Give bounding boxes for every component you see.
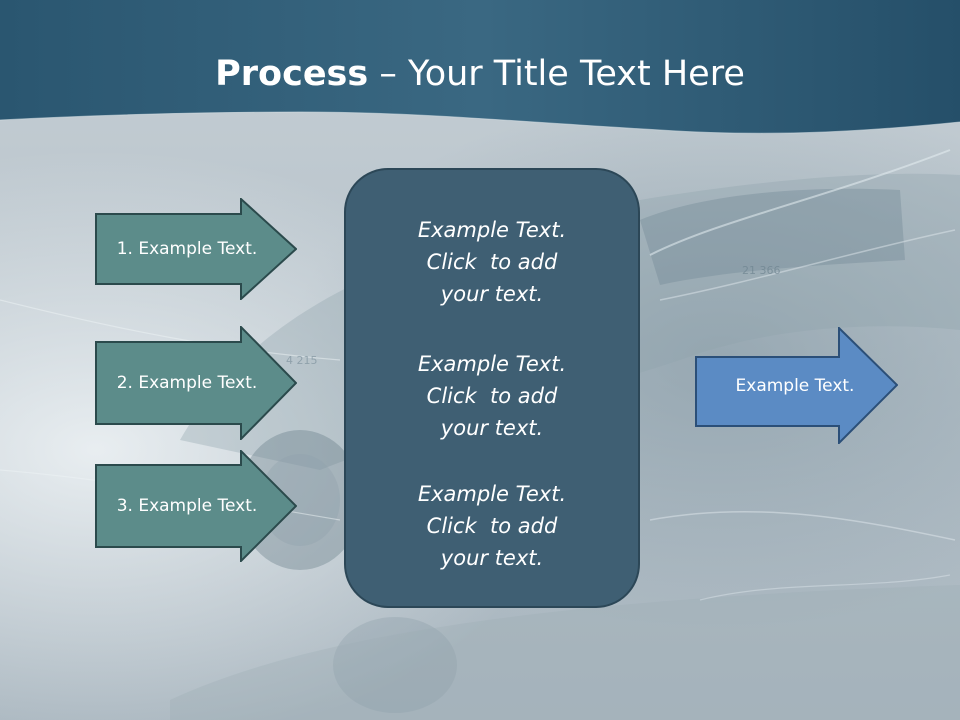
center-text-line: Example Text. — [417, 482, 567, 506]
output-arrow[interactable]: Example Text. — [695, 327, 898, 444]
arrow-shape-icon — [95, 450, 297, 562]
input-arrow-2[interactable]: 2. Example Text. — [95, 326, 297, 440]
arrow-shape-icon — [695, 327, 898, 444]
center-process-box[interactable]: Example Text. Click to add your text. Ex… — [344, 168, 640, 608]
center-text-line: Click to add — [426, 250, 558, 274]
background-label-b: 4 215 — [286, 354, 318, 367]
title-rest: – Your Title Text Here — [368, 54, 745, 94]
background-label-a: 21 366 — [742, 264, 781, 277]
center-text-block-1[interactable]: Example Text. Click to add your text. — [346, 214, 638, 310]
arrow-shape-icon — [95, 198, 297, 300]
center-text-line: your text. — [440, 416, 544, 440]
title-bold: Process — [215, 54, 369, 94]
center-text-line: Click to add — [426, 514, 558, 538]
center-text-block-3[interactable]: Example Text. Click to add your text. — [346, 478, 638, 574]
input-arrow-1[interactable]: 1. Example Text. — [95, 198, 297, 300]
center-text-line: Example Text. — [417, 352, 567, 376]
input-arrow-label: 3. Example Text. — [116, 496, 258, 516]
output-arrow-label: Example Text. — [735, 375, 855, 396]
input-arrow-label: 1. Example Text. — [116, 239, 258, 259]
center-text-line: Example Text. — [417, 218, 567, 242]
input-arrow-label: 2. Example Text. — [116, 373, 258, 393]
arrow-shape-icon — [95, 326, 297, 440]
center-text-line: your text. — [440, 282, 544, 306]
center-text-line: your text. — [440, 546, 544, 570]
header-band — [0, 0, 960, 134]
input-arrow-3[interactable]: 3. Example Text. — [95, 450, 297, 562]
slide-title[interactable]: Process – Your Title Text Here — [0, 52, 960, 96]
center-text-line: Click to add — [426, 384, 558, 408]
center-text-block-2[interactable]: Example Text. Click to add your text. — [346, 348, 638, 444]
